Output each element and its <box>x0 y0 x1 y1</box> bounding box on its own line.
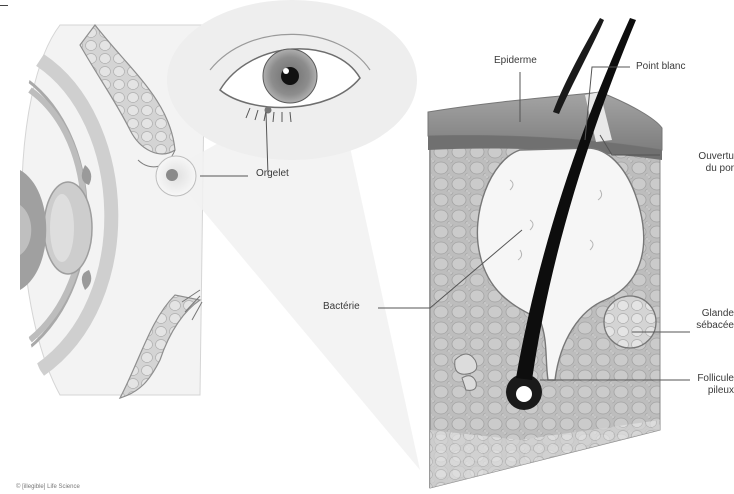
copyright-credit: © [illegible] Life Science <box>16 484 80 490</box>
label-point-blanc: Point blanc <box>636 61 685 73</box>
label-ouverture: Ouvertu du por <box>672 151 734 175</box>
label-epiderme: Epiderme <box>494 55 537 67</box>
label-follicule-line1: Follicule <box>676 373 734 385</box>
external-eye-view <box>167 0 417 160</box>
label-ouverture-line2: du por <box>672 163 734 175</box>
label-bacterie: Bactérie <box>323 301 360 313</box>
skin-cross-section <box>428 18 662 488</box>
stye-lump <box>166 169 178 181</box>
label-glande-line1: Glande <box>680 308 734 320</box>
label-orgelet: Orgelet <box>256 168 289 180</box>
label-ouverture-line1: Ouvertu <box>672 151 734 163</box>
label-follicule: Follicule pileux <box>676 373 734 397</box>
label-glande-line2: sébacée <box>680 320 734 332</box>
label-glande: Glande sébacée <box>680 308 734 332</box>
label-follicule-line2: pileux <box>676 385 734 397</box>
